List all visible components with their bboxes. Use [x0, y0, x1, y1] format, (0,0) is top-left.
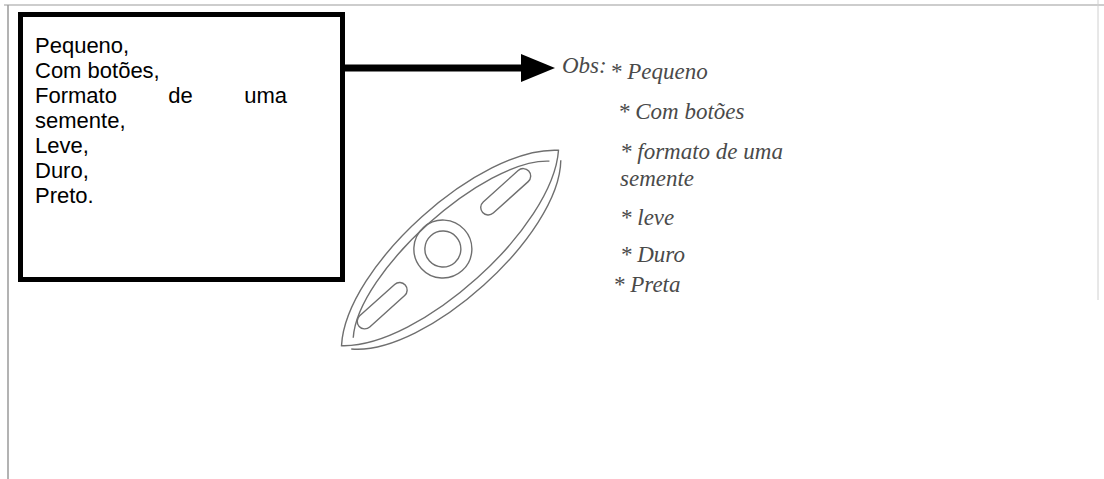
text-box: Pequeno,Com botões,Formato de uma sement…: [18, 12, 345, 282]
box-text: Leve,: [35, 133, 287, 158]
seed-object-drawing: [313, 119, 592, 383]
handwritten-note: * Com botões: [618, 98, 838, 125]
pointer-arrow: [345, 54, 555, 82]
box-text: Pequeno,: [35, 33, 287, 58]
handwritten-note: * Pequeno: [610, 58, 830, 85]
box-text: Com botões,: [35, 58, 287, 83]
arrow-shaft: [345, 65, 523, 72]
page-edge: [4, 4, 1104, 6]
handwritten-note: * formato de uma semente: [620, 138, 820, 192]
box-text: Preto.: [35, 183, 287, 208]
arrow-head: [521, 54, 555, 82]
handwritten-note: * Duro: [620, 241, 820, 268]
handwritten-note: * leve: [620, 204, 820, 231]
page-edge: [7, 5, 9, 479]
text-column: Pequeno,Com botões,Formato de uma sement…: [35, 33, 287, 208]
box-text: Formato de uma semente,: [35, 83, 287, 133]
handwritten-note: * Preta: [613, 271, 813, 298]
page-edge: [1098, 0, 1099, 300]
box-text: Duro,: [35, 158, 287, 183]
